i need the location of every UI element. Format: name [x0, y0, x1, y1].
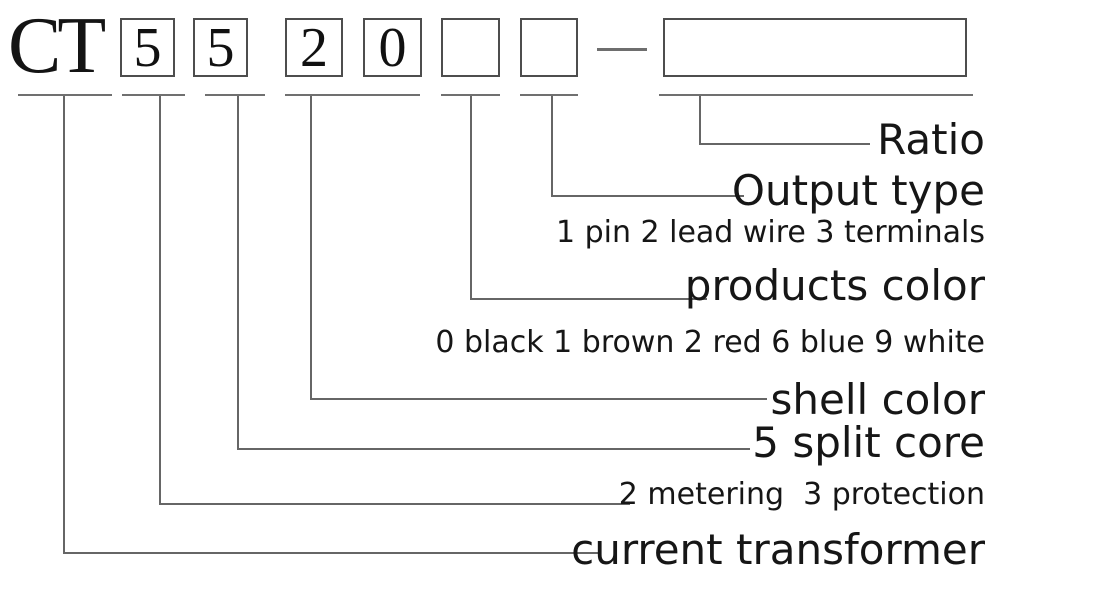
code-box-3: 2: [285, 16, 343, 79]
underline-box-2: [205, 94, 265, 96]
code-box-1: 5: [120, 16, 175, 79]
underline-box-5: [441, 94, 500, 96]
connector-current-transformer: [63, 96, 599, 554]
label-products-color: products color: [684, 261, 985, 310]
code-digit-3: 2: [300, 16, 328, 79]
label-ratio: Ratio: [877, 115, 985, 164]
code-digit-2: 5: [206, 16, 235, 79]
code-box-6-empty: [520, 18, 578, 77]
code-box-5-empty: [441, 18, 500, 77]
label-output-type-options: 1 pin 2 lead wire 3 terminals: [555, 215, 985, 250]
connector-ratio: [699, 96, 870, 145]
underline-box-3-4: [285, 94, 420, 96]
connector-split-core: [237, 96, 750, 450]
ratio-value-box: [663, 18, 967, 77]
label-products-color-options: 0 black 1 brown 2 red 6 blue 9 white: [435, 325, 985, 360]
underline-ratio-box: [659, 94, 973, 96]
code-box-4: 0: [363, 16, 422, 79]
connector-output-type: [551, 96, 744, 197]
connector-products-color: [470, 96, 707, 300]
code-digit-4: 0: [378, 16, 407, 79]
code-digit-1: 5: [133, 16, 162, 79]
label-split-core: 5 split core: [752, 418, 985, 467]
underline-box-1: [122, 94, 185, 96]
underline-box-6: [520, 94, 578, 96]
label-shell-color: shell color: [770, 375, 985, 424]
ct-prefix-text: CT: [8, 2, 106, 90]
label-usage-options: 2 metering 3 protection: [618, 477, 985, 512]
connector-shell-color: [310, 96, 767, 400]
label-output-type: Output type: [731, 166, 985, 215]
separator-dash: [597, 48, 647, 51]
code-box-2: 5: [193, 16, 248, 79]
connector-metering-protection: [159, 96, 630, 505]
underline-ct: [18, 94, 112, 96]
label-current-transformer: current transformer: [571, 525, 985, 574]
